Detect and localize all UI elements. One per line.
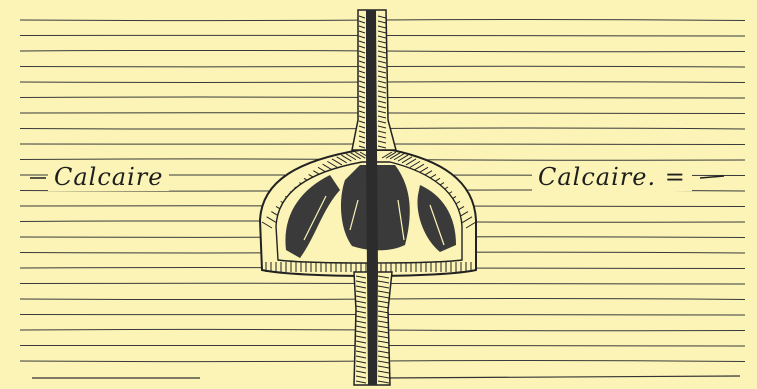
- bottom-baseline-right: [380, 376, 740, 378]
- calcaire-label-right: Calcaire. =: [532, 163, 692, 191]
- fissure-core: [366, 10, 378, 385]
- calcaire-label-left: Calcaire: [48, 163, 169, 191]
- dash-right-1: [700, 176, 724, 178]
